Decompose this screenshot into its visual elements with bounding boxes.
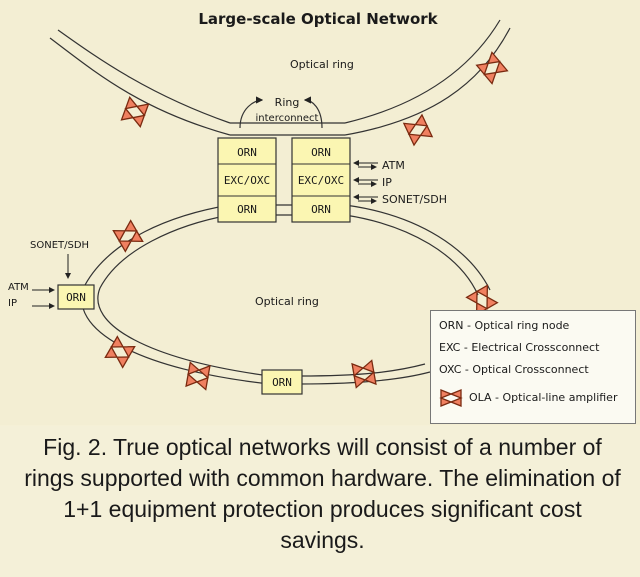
bowtie-amplifier-icon bbox=[104, 335, 136, 369]
amplifiers bbox=[104, 51, 509, 391]
diagram-title: Large-scale Optical Network bbox=[198, 10, 438, 28]
right-input-atm: ATM bbox=[382, 159, 405, 172]
left-node-middle: EXC/OXC bbox=[224, 174, 270, 187]
bowtie-amplifier-icon bbox=[465, 284, 499, 316]
bowtie-amplifier-icon bbox=[120, 96, 150, 128]
right-node-middle: EXC/OXC bbox=[298, 174, 344, 187]
figure-caption: Fig. 2. True optical networks will consi… bbox=[24, 434, 621, 553]
bowtie-amplifier-icon bbox=[185, 361, 211, 391]
bowtie-amplifier-icon bbox=[439, 389, 463, 407]
left-interconnect-node: ORN EXC/OXC ORN bbox=[217, 137, 277, 223]
bowtie-amplifier-icon bbox=[402, 113, 434, 147]
legend-exc: EXC - Electrical Crossconnect bbox=[439, 341, 600, 354]
left-sonet-label: SONET/SDH bbox=[30, 240, 89, 251]
right-input-ip: IP bbox=[382, 176, 392, 189]
upper-ring-label: Optical ring bbox=[290, 58, 354, 71]
right-node-inputs: ATM IP SONET/SDH bbox=[353, 159, 447, 206]
left-node-top: ORN bbox=[237, 146, 257, 159]
network-diagram: Large-scale Optical Network Optical ring… bbox=[8, 10, 636, 424]
legend-oxc: OXC - Optical Crossconnect bbox=[439, 363, 589, 376]
bowtie-amplifier-icon bbox=[475, 51, 509, 85]
interconnect-arrow-right bbox=[303, 96, 323, 129]
right-node-top: ORN bbox=[311, 146, 331, 159]
interconnect-label-1: Ring bbox=[275, 96, 300, 109]
upper-ring-fibers bbox=[49, 19, 511, 136]
legend-ola: OLA - Optical-line amplifier bbox=[469, 391, 618, 404]
right-input-sonet: SONET/SDH bbox=[382, 193, 447, 206]
right-interconnect-node: ORN EXC/OXC ORN bbox=[291, 137, 351, 223]
left-node-bottom: ORN bbox=[237, 203, 257, 216]
left-input-ip: IP bbox=[8, 298, 17, 309]
legend-orn: ORN - Optical ring node bbox=[439, 319, 570, 332]
lower-ring-label: Optical ring bbox=[255, 295, 319, 308]
bowtie-amplifier-icon bbox=[112, 219, 144, 253]
left-input-atm: ATM bbox=[8, 282, 29, 293]
legend: ORN - Optical ring node EXC - Electrical… bbox=[430, 310, 636, 424]
right-node-bottom: ORN bbox=[311, 203, 331, 216]
left-ring-node: ORN ATM IP SONET/SDH bbox=[8, 240, 95, 310]
bowtie-amplifier-icon bbox=[351, 359, 377, 389]
bottom-ring-node-label: ORN bbox=[272, 376, 292, 389]
left-ring-node-label: ORN bbox=[66, 291, 86, 304]
interconnect-arrow-left bbox=[239, 96, 264, 129]
bottom-ring-node: ORN bbox=[261, 369, 303, 395]
interconnect-label-2: interconnect bbox=[256, 113, 319, 124]
figure-caption-area: Fig. 2. True optical networks will consi… bbox=[0, 426, 640, 577]
network-diagram-svg: Large-scale Optical Network Optical ring… bbox=[8, 10, 511, 395]
